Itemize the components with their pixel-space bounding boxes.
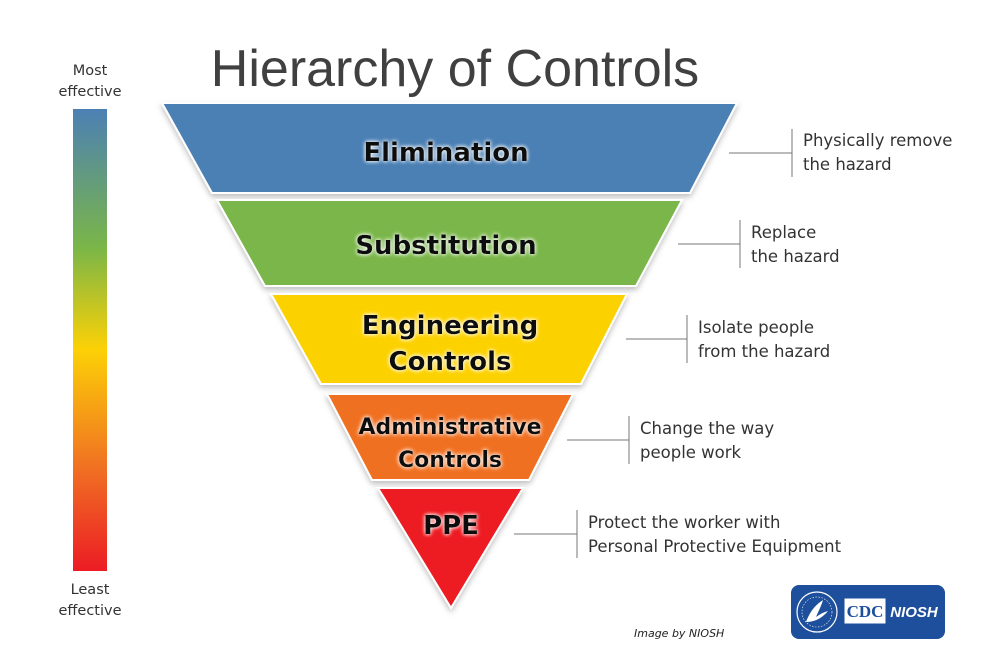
scale-bottom-label-line1: Least xyxy=(71,582,110,598)
tier-shape xyxy=(160,102,739,194)
tier-label: Substitution xyxy=(355,231,536,261)
tier-label-line2-text: Controls xyxy=(389,347,512,377)
tier-label-line2: Controls xyxy=(398,448,502,473)
tier-label: Engineering xyxy=(362,311,538,341)
scale-top-label-line2: effective xyxy=(58,84,121,100)
tier-label-line1: Engineering xyxy=(362,311,538,341)
tier-elimination: Elimination Physically remove the hazard xyxy=(160,102,952,194)
tier-label-line2-text: Controls xyxy=(398,448,502,473)
logo-text-cdc: CDC xyxy=(847,602,884,621)
tier-shape xyxy=(376,487,525,610)
tier-description-line1: Change the way xyxy=(640,419,774,438)
tier-label-line1: PPE xyxy=(423,511,479,541)
tier-description-line1: Replace xyxy=(751,223,816,242)
effectiveness-scale: Most effective Least effective xyxy=(58,63,121,619)
tier-substitution: Substitution Replace the hazard xyxy=(215,199,840,287)
tier-shape xyxy=(215,199,684,287)
tier-shape xyxy=(325,393,575,481)
tier-shape xyxy=(269,293,629,385)
scale-top-label-line1: Most xyxy=(73,63,108,79)
tier-engineering-controls: Engineering Controls Isolate people from… xyxy=(269,293,830,385)
tier-description-line1: Physically remove xyxy=(803,131,952,150)
tier-administrative-controls: Administrative Controls Change the way p… xyxy=(325,393,774,481)
tier-label-line1: Elimination xyxy=(363,138,528,168)
tier-label: Elimination xyxy=(363,138,528,168)
tier-description-line2: Personal Protective Equipment xyxy=(588,537,842,556)
effectiveness-gradient-bar xyxy=(73,109,107,571)
tier-description-line2: the hazard xyxy=(751,247,840,266)
tier-label: Administrative xyxy=(358,415,541,440)
tier-label: PPE xyxy=(423,511,479,541)
scale-bottom-label-line2: effective xyxy=(58,603,121,619)
tier-description-line1: Isolate people xyxy=(698,318,814,337)
hhs-eagle-icon xyxy=(796,591,838,633)
cdc-niosh-logo: CDC NIOSH xyxy=(791,585,945,639)
tier-description-line1: Protect the worker with xyxy=(588,513,780,532)
tier-description-line2: from the hazard xyxy=(698,342,830,361)
tier-label-line2: Controls xyxy=(389,347,512,377)
tier-label-line1: Substitution xyxy=(355,231,536,261)
cdc-box xyxy=(843,597,887,625)
tier-ppe: PPE Protect the worker with Personal Pro… xyxy=(376,487,842,610)
logo-text-niosh: NIOSH xyxy=(890,604,939,621)
image-credit: Image by NIOSH xyxy=(634,627,724,640)
tier-description-line2: people work xyxy=(640,443,742,462)
page-title: Hierarchy of Controls xyxy=(211,40,699,98)
tier-label-line1: Administrative xyxy=(358,415,541,440)
tier-description-line2: the hazard xyxy=(803,155,892,174)
